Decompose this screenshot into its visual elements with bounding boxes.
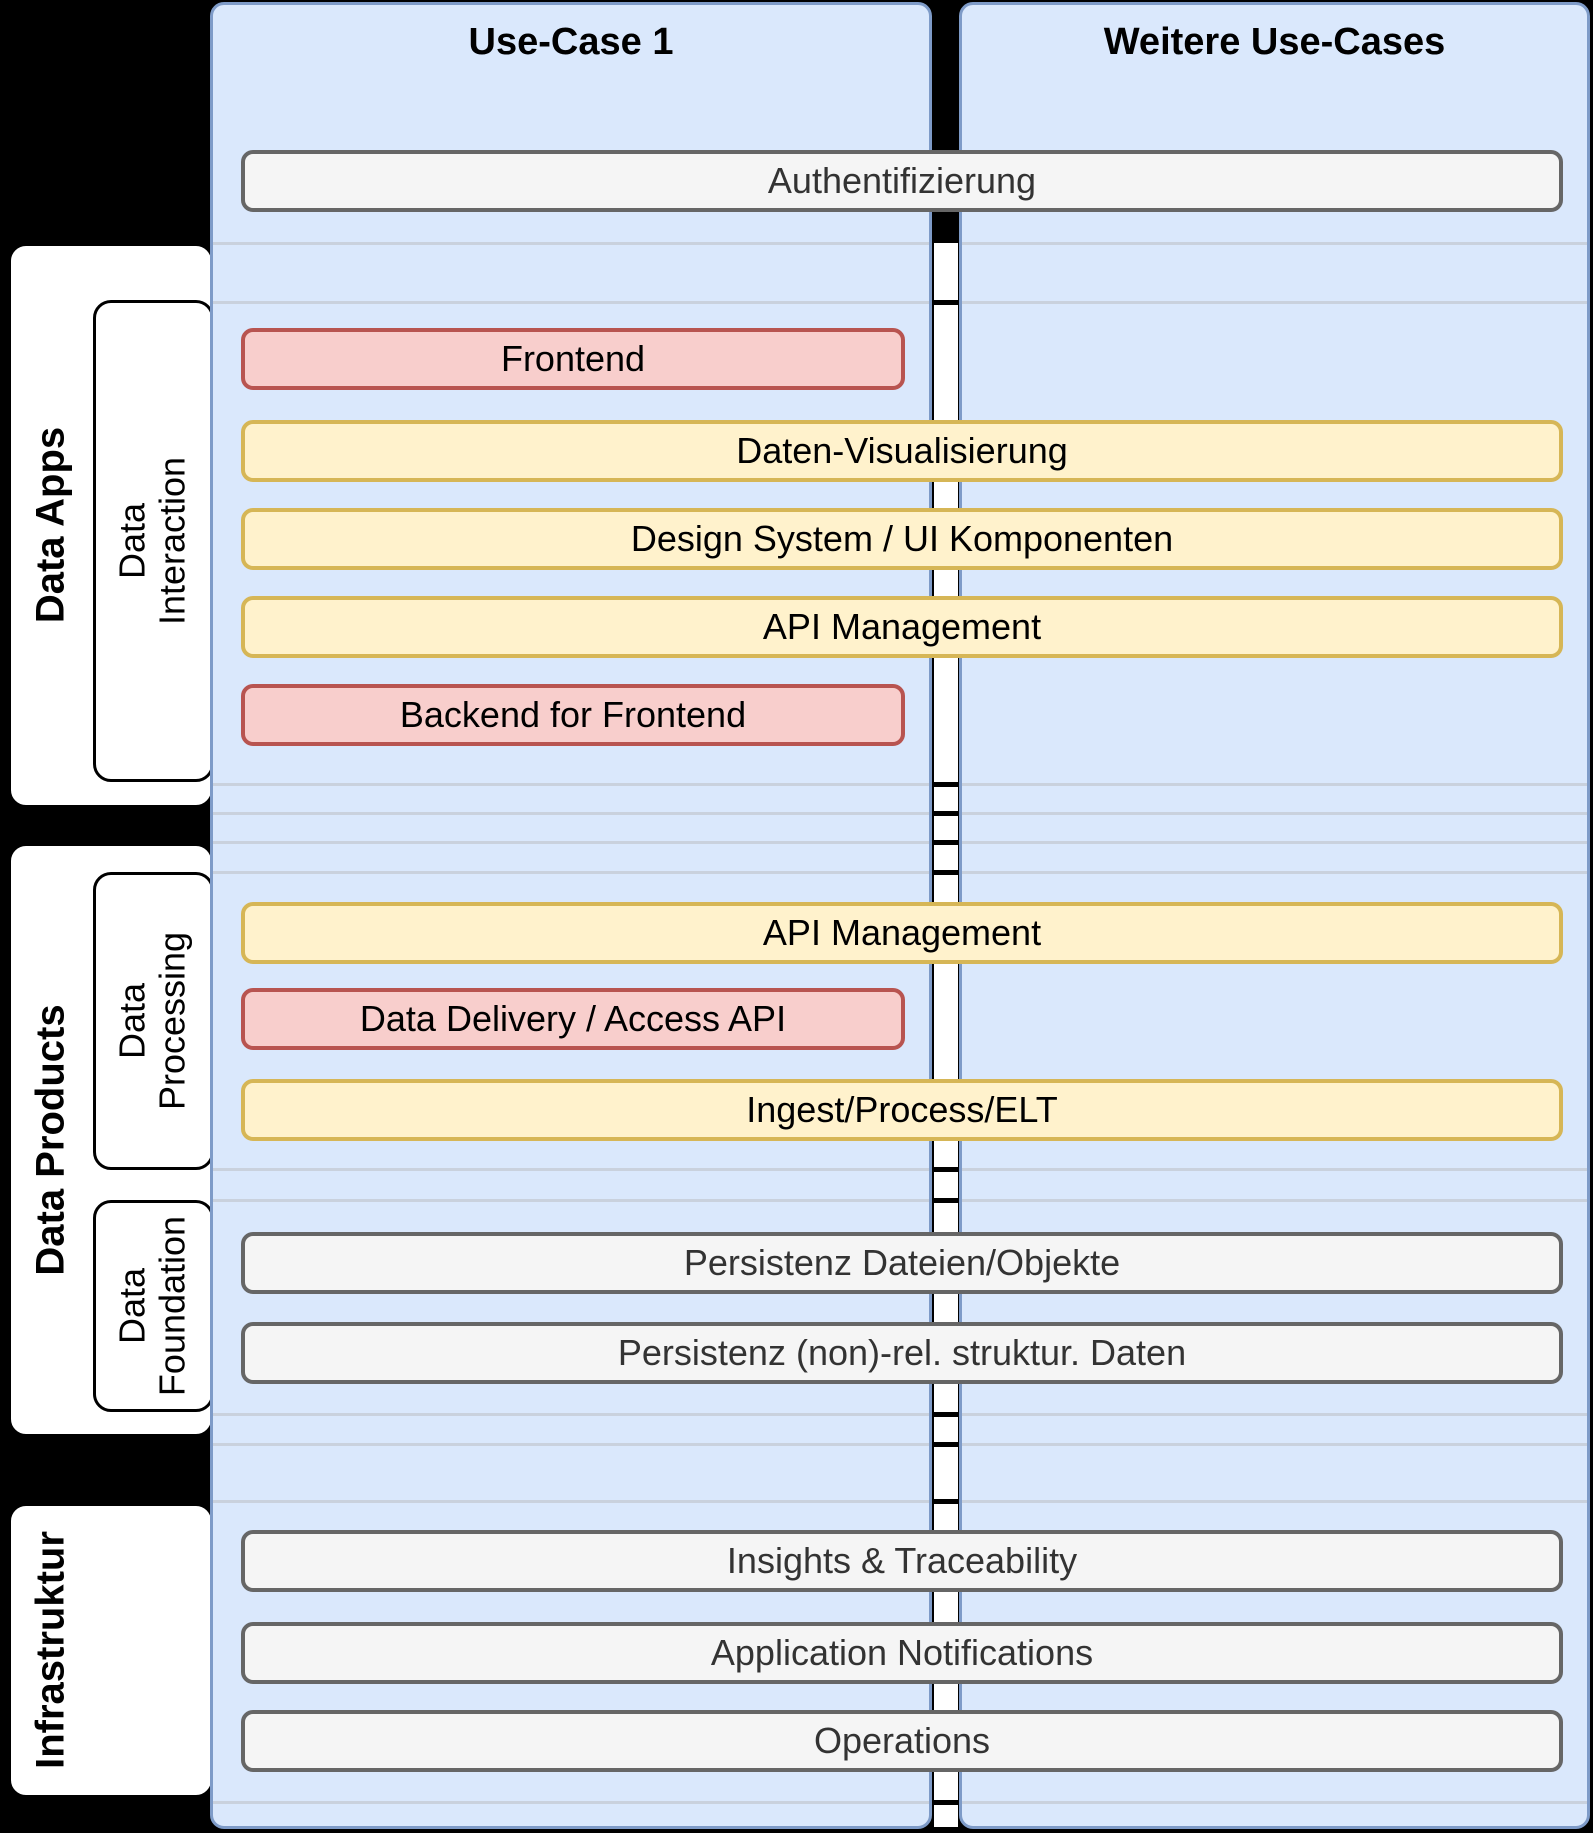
bar-ingest-process-elt: Ingest/Process/ELT <box>241 1079 1563 1141</box>
band-separator <box>962 301 1587 304</box>
gap-separator <box>934 1167 958 1172</box>
group-label-data-products: Data Products <box>28 1004 73 1276</box>
bar-api-management-1: API Management <box>241 596 1563 658</box>
group-label-infrastruktur: Infrastruktur <box>28 1531 73 1769</box>
band-separator <box>213 871 929 874</box>
bar-authentifizierung: Authentifizierung <box>241 150 1563 212</box>
band-separator <box>213 812 929 815</box>
bar-daten-visualisierung: Daten-Visualisierung <box>241 420 1563 482</box>
band-separator <box>962 1199 1587 1202</box>
band-separator <box>213 301 929 304</box>
band-separator <box>962 1413 1587 1416</box>
gap-separator <box>934 1800 958 1805</box>
group-label-data-foundation: Data Foundation <box>111 1215 193 1397</box>
bar-frontend: Frontend <box>241 328 905 390</box>
band-separator <box>962 1500 1587 1503</box>
band-separator <box>213 841 929 844</box>
bar-insights-traceability: Insights & Traceability <box>241 1530 1563 1592</box>
band-separator <box>962 1443 1587 1446</box>
gap-separator <box>934 1442 958 1447</box>
gap-separator <box>934 1412 958 1417</box>
bar-operations: Operations <box>241 1710 1563 1772</box>
gap-separator <box>934 1198 958 1203</box>
group-label-data-apps: Data Apps <box>28 426 73 624</box>
band-separator <box>213 783 929 786</box>
band-separator <box>962 783 1587 786</box>
bar-persistenz-dateien: Persistenz Dateien/Objekte <box>241 1232 1563 1294</box>
gap-separator <box>934 782 958 787</box>
band-separator <box>962 242 1587 245</box>
group-infrastruktur <box>8 1503 214 1798</box>
band-separator <box>213 1443 929 1446</box>
column-title-use-case-1: Use-Case 1 <box>468 21 674 63</box>
bar-backend-for-frontend: Backend for Frontend <box>241 684 905 746</box>
band-separator <box>962 1168 1587 1171</box>
bar-api-management-2: API Management <box>241 902 1563 964</box>
band-separator <box>213 1168 929 1171</box>
band-separator <box>213 1801 929 1804</box>
band-separator <box>962 841 1587 844</box>
group-data-processing <box>93 872 214 1170</box>
band-separator <box>213 242 929 245</box>
bar-data-delivery: Data Delivery / Access API <box>241 988 905 1050</box>
gap-separator <box>934 1499 958 1504</box>
band-separator <box>213 1413 929 1416</box>
band-separator <box>213 1199 929 1202</box>
group-label-data-interaction: Data Interaction <box>111 456 193 626</box>
gap-separator <box>934 840 958 845</box>
band-separator <box>213 1500 929 1503</box>
group-label-data-processing: Data Processing <box>111 931 193 1111</box>
bar-design-system: Design System / UI Komponenten <box>241 508 1563 570</box>
gap-separator <box>934 300 958 305</box>
band-separator <box>962 812 1587 815</box>
band-separator <box>962 871 1587 874</box>
bar-application-notifications: Application Notifications <box>241 1622 1563 1684</box>
bar-persistenz-non-rel: Persistenz (non)-rel. struktur. Daten <box>241 1322 1563 1384</box>
band-separator <box>962 1801 1587 1804</box>
gap-separator <box>934 870 958 875</box>
column-title-weitere-use-cases: Weitere Use-Cases <box>1103 21 1446 63</box>
gap-separator <box>934 811 958 816</box>
